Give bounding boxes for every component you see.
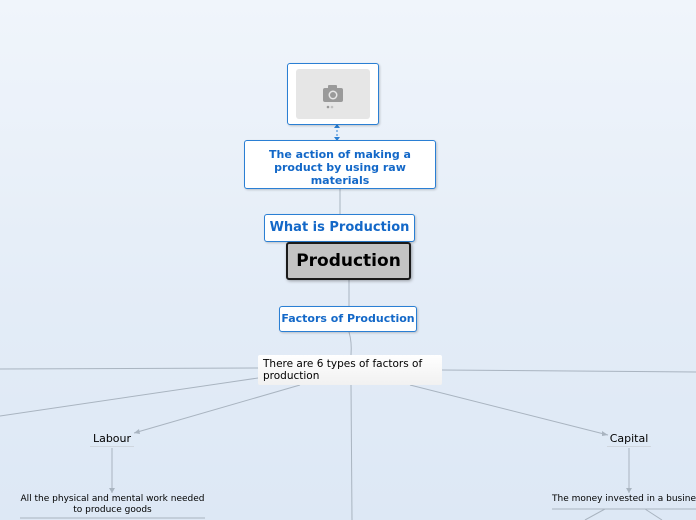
connector-types-far-left xyxy=(0,377,259,417)
definition-node[interactable]: The action of making a product by using … xyxy=(244,140,436,189)
connector-types-down xyxy=(350,384,353,520)
labour-node[interactable]: Labour xyxy=(90,432,134,447)
connector-capital-child-2 xyxy=(644,508,663,520)
camera-icon xyxy=(323,85,343,109)
arrowhead-capital xyxy=(602,431,608,436)
image-node[interactable] xyxy=(287,63,379,125)
central-topic[interactable]: Production xyxy=(286,242,411,280)
connector-types-right xyxy=(441,369,696,373)
arrowhead-capital-desc xyxy=(626,488,632,493)
connector-factors-types xyxy=(348,331,352,356)
capital-description-text: The money invested in a business xyxy=(552,494,696,504)
arrowhead-labour-desc xyxy=(109,488,115,493)
capital-title: Capital xyxy=(609,432,649,445)
types-text: There are 6 types of factors of producti… xyxy=(263,358,423,382)
connector-types-labour xyxy=(133,384,301,434)
definition-text: The action of making a product by using … xyxy=(269,148,411,187)
dashed-arrow-down xyxy=(334,137,340,141)
capital-node[interactable]: Capital xyxy=(607,432,651,447)
connector-types-capital xyxy=(409,384,609,436)
question-node[interactable]: What is Production xyxy=(264,214,415,242)
connector-capital-child-1 xyxy=(584,508,606,520)
question-text: What is Production xyxy=(269,220,410,235)
factors-text: Factors of Production xyxy=(281,312,415,325)
dashed-arrow-up xyxy=(334,124,340,128)
labour-title: Labour xyxy=(92,432,132,445)
capital-description-node[interactable]: The money invested in a business xyxy=(552,494,696,505)
image-placeholder xyxy=(296,69,370,119)
labour-description-node[interactable]: All the physical and mental work needed … xyxy=(20,494,205,516)
labour-description-text: All the physical and mental work needed … xyxy=(20,494,205,515)
arrowhead-labour xyxy=(134,429,140,434)
connector-types-left xyxy=(0,367,259,370)
types-node[interactable]: There are 6 types of factors of producti… xyxy=(258,355,442,385)
factors-node[interactable]: Factors of Production xyxy=(279,306,417,332)
central-topic-text: Production xyxy=(296,251,401,271)
